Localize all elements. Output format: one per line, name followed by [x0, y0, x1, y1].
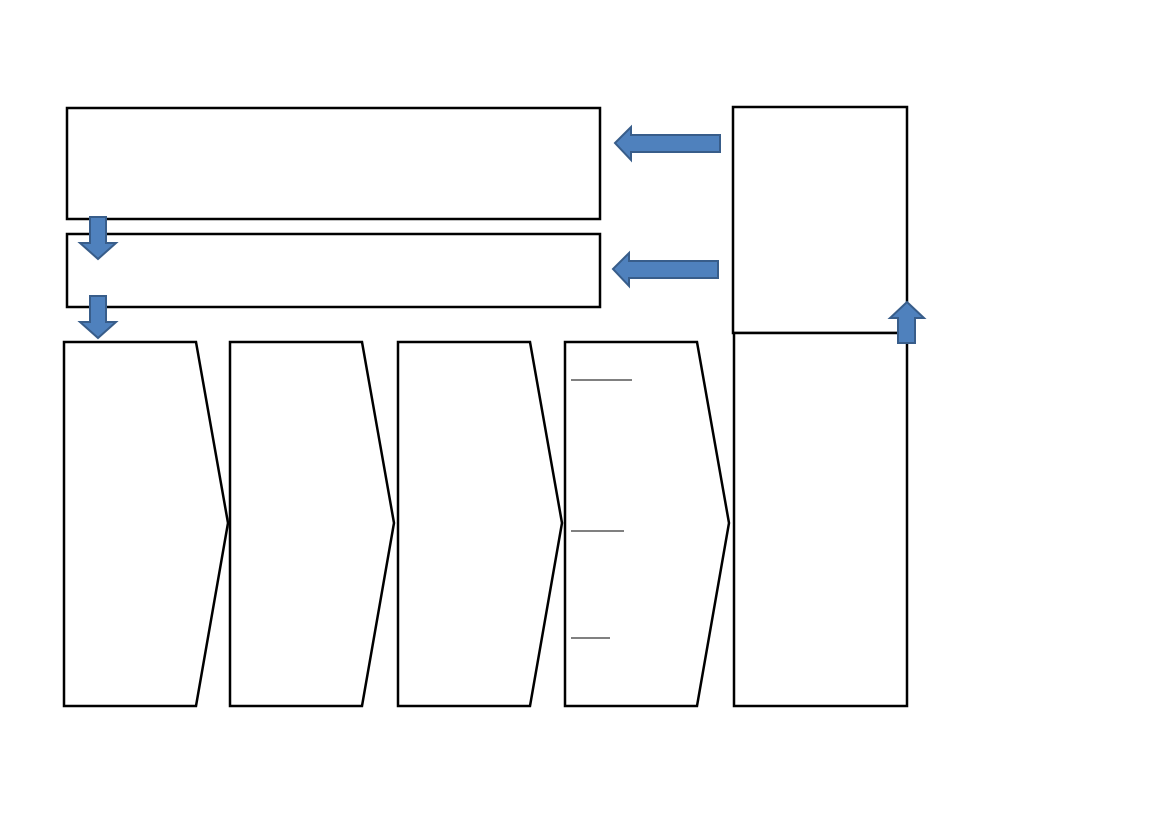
middle-box [65, 232, 602, 309]
step-pentagon-3 [396, 340, 564, 708]
step-pentagon-1 [62, 340, 230, 708]
up-arrow-icon [887, 300, 927, 344]
right-upper-box [731, 105, 909, 335]
left-arrow-icon [613, 124, 721, 163]
step-pentagon-4 [563, 340, 731, 708]
step-pentagon-2 [228, 340, 396, 708]
down-arrow-icon [77, 295, 119, 340]
top-box [65, 106, 602, 221]
left-arrow-icon [611, 250, 719, 289]
down-arrow-icon [77, 216, 119, 261]
right-lower-box [732, 331, 909, 708]
